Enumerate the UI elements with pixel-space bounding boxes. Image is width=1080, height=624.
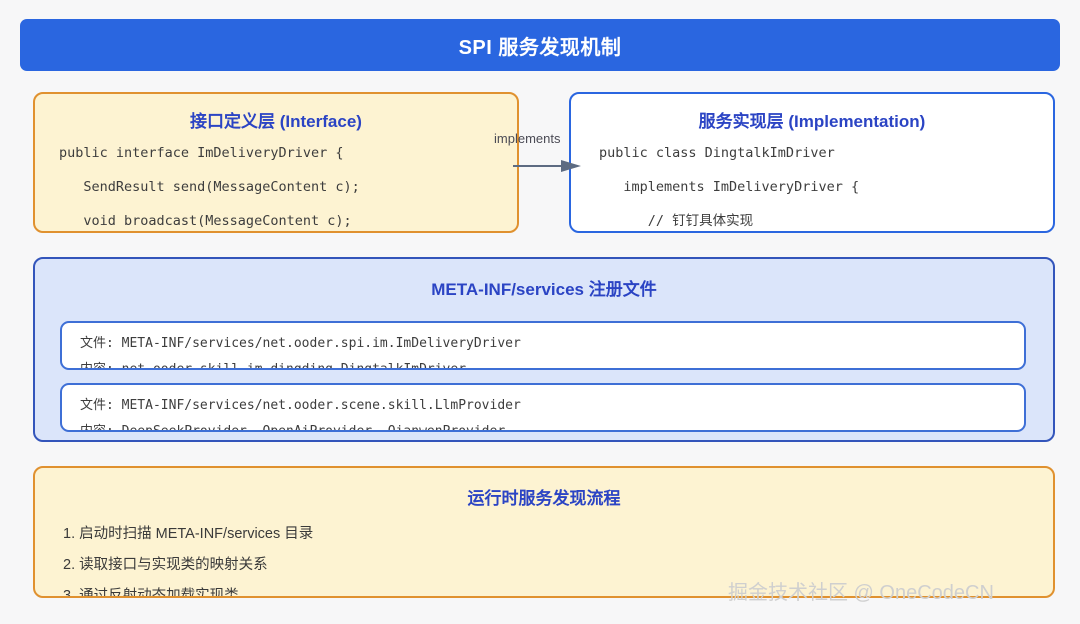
flow-step-1: 1. 启动时扫描 META-INF/services 目录: [63, 526, 314, 542]
flow-step-3: 3. 通过反射动态加载实现类: [63, 588, 239, 598]
interface-code-line-1: public interface ImDeliveryDriver {: [59, 145, 344, 161]
implementation-layer-panel: 服务实现层 (Implementation) public class Ding…: [569, 92, 1055, 233]
flow-step-2: 2. 读取接口与实现类的映射关系: [63, 557, 268, 573]
meta-section-title: META-INF/services 注册文件: [431, 280, 657, 299]
implementation-code-line-3: // 钉钉具体实现: [599, 213, 754, 229]
service-file-content-1: 内容: net.ooder.skill.im.dingding.Dingtalk…: [80, 362, 467, 370]
service-file-path-2: 文件: META-INF/services/net.ooder.scene.sk…: [80, 398, 521, 413]
interface-code-line-3: void broadcast(MessageContent c);: [59, 213, 352, 229]
implementation-code-line-1: public class DingtalkImDriver: [599, 145, 835, 161]
interface-layer-panel: 接口定义层 (Interface) public interface ImDel…: [33, 92, 519, 233]
service-file-path-1: 文件: META-INF/services/net.ooder.spi.im.I…: [80, 336, 521, 351]
runtime-discovery-flow-section: 运行时服务发现流程 1. 启动时扫描 META-INF/services 目录 …: [33, 466, 1055, 598]
implementation-code-line-2: implements ImDeliveryDriver {: [599, 179, 860, 195]
service-file-content-2: 内容: DeepSeekProvider, OpenAiProvider, Qi…: [80, 424, 506, 432]
flow-step-list: 1. 启动时扫描 META-INF/services 目录 2. 读取接口与实现…: [63, 519, 1053, 598]
arrow-right-icon: [513, 158, 583, 179]
service-file-card-1: 文件: META-INF/services/net.ooder.spi.im.I…: [60, 321, 1026, 370]
implements-connector: implements: [494, 131, 590, 185]
diagram-header-banner: SPI 服务发现机制: [20, 19, 1060, 71]
service-file-card-2: 文件: META-INF/services/net.ooder.scene.sk…: [60, 383, 1026, 432]
implements-label: implements: [494, 131, 561, 146]
interface-code-line-2: SendResult send(MessageContent c);: [59, 179, 360, 195]
diagram-title: SPI 服务发现机制: [458, 36, 622, 59]
meta-inf-services-section: META-INF/services 注册文件 文件: META-INF/serv…: [33, 257, 1055, 442]
interface-panel-title: 接口定义层 (Interface): [190, 112, 362, 131]
flow-section-title: 运行时服务发现流程: [467, 489, 621, 508]
implementation-panel-title: 服务实现层 (Implementation): [698, 112, 926, 131]
